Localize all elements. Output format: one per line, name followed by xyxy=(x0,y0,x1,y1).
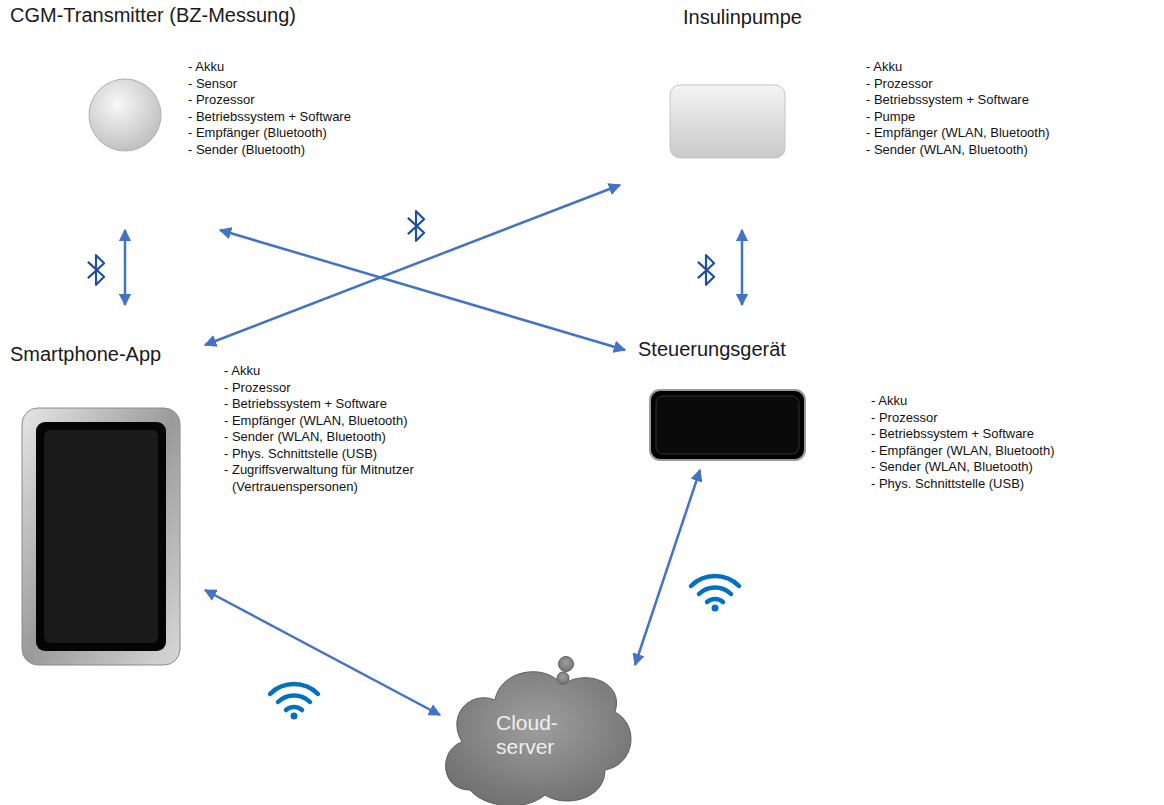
feature-item: - Sender (WLAN, Bluetooth) xyxy=(871,459,1055,476)
feature-item: - Sender (Bluetooth) xyxy=(188,142,351,159)
feature-item: - Prozessor xyxy=(866,76,1050,93)
device-title: CGM-Transmitter (BZ-Messung) xyxy=(10,3,296,27)
bluetooth-icon xyxy=(698,255,714,285)
feature-item: - Empfänger (WLAN, Bluetooth) xyxy=(866,125,1050,142)
device-node: Steuerungsgerät - Akku- Prozessor- Betrie… xyxy=(625,305,1160,470)
feature-item: - Sender (WLAN, Bluetooth) xyxy=(866,142,1050,159)
feature-list: - Akku- Prozessor- Betriebssystem + Soft… xyxy=(224,363,424,495)
device-title: Smartphone-App xyxy=(10,342,161,366)
connection-arrow xyxy=(124,230,127,305)
bluetooth-icon xyxy=(408,211,424,241)
feature-item: - Empfänger (Bluetooth) xyxy=(188,125,351,142)
feature-item: - Akku xyxy=(188,59,351,76)
feature-item: - Prozessor xyxy=(188,92,351,109)
connection-arrow xyxy=(205,590,440,715)
feature-item: - Akku xyxy=(871,393,1055,410)
feature-item: - Phys. Schnittstelle (USB) xyxy=(224,446,424,463)
node-label: Cloud- server xyxy=(496,711,574,759)
device-node: Cloud- server xyxy=(440,650,635,805)
feature-item: - Betriebssystem + Software xyxy=(866,92,1050,109)
feature-item: - Empfänger (WLAN, Bluetooth) xyxy=(224,413,424,430)
feature-list: - Akku- Sensor- Prozessor- Betriebssyste… xyxy=(188,59,351,158)
feature-list: - Akku- Prozessor- Betriebssystem + Soft… xyxy=(866,59,1050,158)
feature-item: - Zugriffsverwaltung für Mitnutzer (Vert… xyxy=(224,462,424,495)
wifi-icon xyxy=(691,576,739,611)
feature-item: - Betriebssystem + Software xyxy=(224,396,424,413)
connection-arrow xyxy=(635,470,700,665)
connection-arrow xyxy=(205,185,620,345)
feature-item: - Sender (WLAN, Bluetooth) xyxy=(224,429,424,446)
feature-item: - Empfänger (WLAN, Bluetooth) xyxy=(871,443,1055,460)
feature-item: - Betriebssystem + Software xyxy=(871,426,1055,443)
device-title: Insulinpumpe xyxy=(683,5,802,29)
feature-item: - Akku xyxy=(866,59,1050,76)
feature-list: - Akku- Prozessor- Betriebssystem + Soft… xyxy=(871,393,1055,492)
wifi-icon xyxy=(270,684,318,719)
device-node: Insulinpumpe - Akku- Prozessor- Betriebss… xyxy=(620,0,1160,230)
feature-item: - Sensor xyxy=(188,76,351,93)
feature-item: - Phys. Schnittstelle (USB) xyxy=(871,476,1055,493)
connection-arrow xyxy=(741,230,744,305)
connection-arrow xyxy=(220,230,625,350)
device-title: Steuerungsgerät xyxy=(638,337,786,361)
feature-item: - Akku xyxy=(224,363,424,380)
bluetooth-icon xyxy=(88,255,104,285)
device-node: CGM-Transmitter (BZ-Messung)- Akku- Sens… xyxy=(5,0,305,230)
feature-item: - Pumpe xyxy=(866,109,1050,126)
feature-item: - Prozessor xyxy=(871,410,1055,427)
device-node: Smartphone-App- Akku- Prozessor- Betrieb… xyxy=(5,305,205,675)
feature-item: - Betriebssystem + Software xyxy=(188,109,351,126)
feature-item: - Prozessor xyxy=(224,380,424,397)
